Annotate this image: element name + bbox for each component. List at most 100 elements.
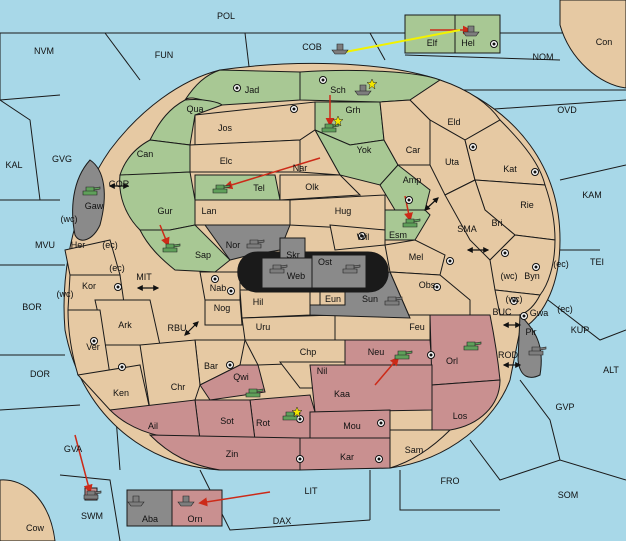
region-tel-shape[interactable] (194, 174, 281, 201)
region-olk-shape[interactable] (279, 174, 362, 201)
fleet-unit-icon[interactable] (177, 495, 195, 507)
region-label-sch: Sch (330, 85, 346, 95)
army-unit-icon[interactable] (246, 239, 265, 249)
region-label-cob: COB (302, 42, 322, 52)
region-label-sam: Sam (405, 445, 424, 455)
region-label-gaw: Gaw (85, 201, 104, 211)
army-unit-icon[interactable] (269, 264, 288, 274)
region-label-rod: ROD (498, 350, 519, 360)
region-mel-shape[interactable] (384, 239, 446, 276)
region-label-mou: Mou (343, 421, 361, 431)
region-label-los: Los (453, 411, 468, 421)
supply-center-marker (377, 419, 385, 427)
fleet-unit-icon[interactable] (331, 43, 349, 55)
region-kaa-shape[interactable] (309, 364, 433, 413)
region-label-wc1: (wc) (61, 214, 78, 224)
arrow-kaa-neu (374, 356, 400, 386)
region-label-ec4: (ec) (557, 304, 573, 314)
supply-center-marker (118, 363, 126, 371)
region-label-nog: Nog (214, 303, 231, 313)
region-pir-shape[interactable] (517, 313, 542, 378)
region-label-dor: DOR (30, 369, 51, 379)
region-gaw-shape[interactable] (72, 159, 105, 241)
region-label-con: Con (596, 37, 613, 47)
region-hil-shape[interactable] (239, 289, 311, 319)
region-label-nvm: NVM (34, 46, 54, 56)
supply-center-marker (290, 105, 298, 113)
supply-center-marker (405, 196, 413, 204)
supply-center-marker (510, 297, 518, 305)
region-label-esm: Esm (389, 230, 407, 240)
region-nog-shape[interactable] (204, 299, 243, 326)
region-label-can: Can (137, 149, 154, 159)
supply-center-marker (501, 249, 509, 257)
region-orn-shape[interactable] (171, 489, 223, 527)
link-sma-esm (424, 197, 439, 211)
region-label-buc: BUC (492, 307, 512, 317)
region-label-bor: BOR (22, 302, 42, 312)
army-unit-icon[interactable] (245, 388, 264, 398)
supply-center-marker (227, 287, 235, 295)
region-label-skr: Skr (286, 250, 300, 260)
region-label-wc4: (wc) (506, 294, 523, 304)
region-label-kar: Kar (340, 452, 354, 462)
region-label-hel: Hel (461, 38, 475, 48)
region-elf-shape[interactable] (404, 14, 456, 54)
region-label-tei: TEI (590, 257, 604, 267)
region-qua-shape[interactable] (149, 99, 223, 146)
region-label-sma: SMA (457, 224, 477, 234)
region-label-sot: Sot (220, 416, 234, 426)
supply-center-marker (446, 257, 454, 265)
region-label-chp: Chp (300, 347, 317, 357)
units-layer (82, 25, 547, 507)
army-unit-icon[interactable] (463, 341, 482, 351)
region-label-kal: KAL (5, 160, 22, 170)
region-label-nar: Nar (293, 163, 308, 173)
region-chr-shape[interactable] (139, 339, 201, 411)
support-line-cob-hel (344, 29, 461, 53)
region-label-qwi: Qwi (233, 372, 249, 382)
army-unit-icon[interactable] (212, 184, 231, 194)
supply-center-marker (469, 143, 477, 151)
region-label-nil: Nil (317, 366, 328, 376)
region-label-zin: Zin (226, 449, 239, 459)
army-unit-icon[interactable] (162, 243, 181, 253)
region-label-jos: Jos (218, 123, 233, 133)
region-label-feu: Feu (409, 322, 425, 332)
arrow-lit-orn (198, 491, 271, 507)
region-sam-shape[interactable] (389, 429, 452, 469)
region-los-shape[interactable] (431, 379, 501, 431)
region-label-aba: Aba (142, 514, 158, 524)
region-label-pir: Pir (526, 327, 537, 337)
army-unit-icon[interactable] (83, 490, 102, 500)
region-elc-shape[interactable] (189, 139, 301, 173)
region-label-fun: FUN (155, 50, 174, 60)
region-ost-shape[interactable] (311, 254, 367, 289)
region-label-ec2: (ec) (109, 263, 125, 273)
army-unit-icon[interactable] (82, 186, 101, 196)
army-unit-icon[interactable] (402, 218, 421, 228)
fleet-unit-icon[interactable] (354, 84, 372, 96)
army-unit-icon[interactable] (394, 350, 413, 360)
region-neu-shape[interactable] (344, 339, 433, 366)
region-label-dax: DAX (273, 516, 292, 526)
region-label-kam: KAM (582, 190, 602, 200)
star-icon (332, 115, 344, 127)
region-zin-shape[interactable] (148, 434, 301, 471)
supply-center-marker (358, 232, 366, 240)
fleet-unit-icon[interactable] (127, 495, 145, 507)
army-unit-icon[interactable] (384, 296, 403, 306)
region-label-gwa: Gwa (530, 308, 549, 318)
army-unit-icon[interactable] (342, 264, 361, 274)
region-label-sap: Sap (195, 250, 211, 260)
order-arrows (74, 25, 472, 507)
fleet-unit-icon[interactable] (462, 25, 480, 37)
region-chp-shape[interactable] (244, 339, 346, 366)
region-label-alt: ALT (603, 365, 619, 375)
region-label-tel: Tel (253, 183, 265, 193)
army-unit-icon[interactable] (528, 346, 547, 356)
region-label-ark: Ark (118, 320, 132, 330)
arrow-gva-swm (74, 434, 93, 494)
